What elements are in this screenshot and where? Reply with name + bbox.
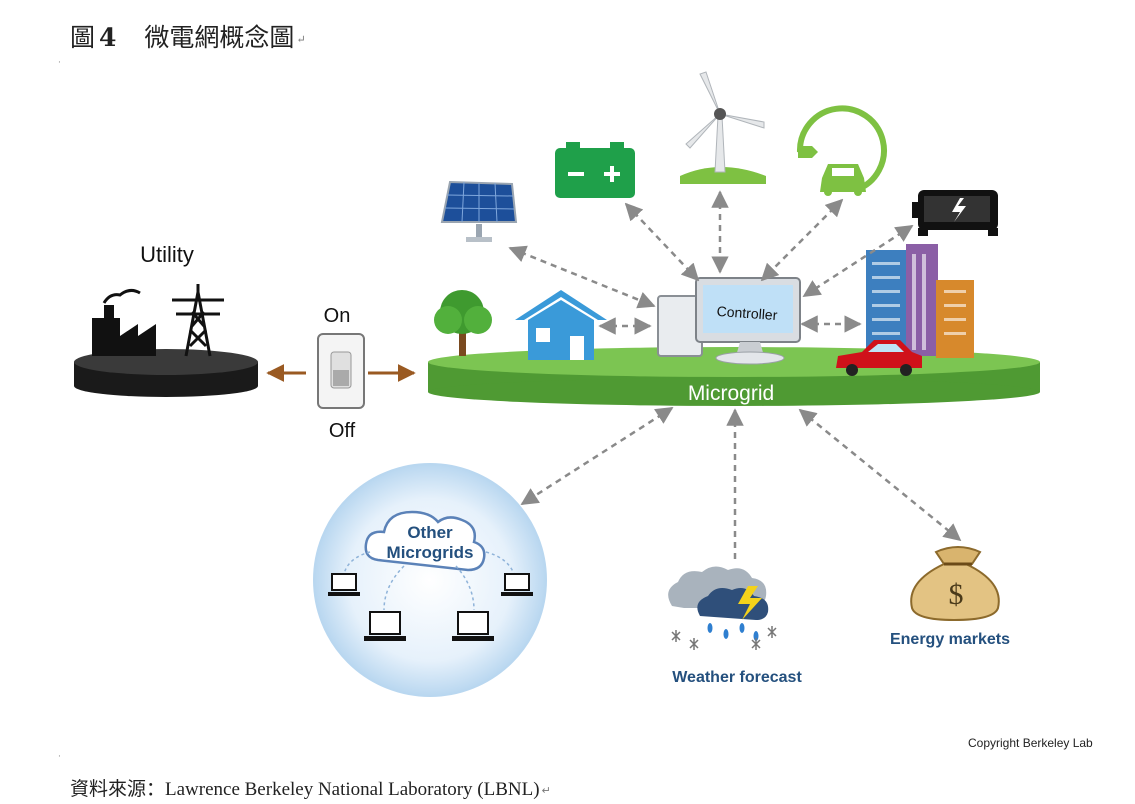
cloud-icon [364,510,486,572]
money-bag-icon [910,546,1000,622]
return-mark: ↵ [541,785,551,798]
laptop-icon [328,573,360,596]
transmission-tower-icon [172,284,224,357]
switch-on-label: On [324,305,351,327]
laptop-icon [501,573,533,596]
laptop-icon [364,611,406,641]
laptop-icon [452,611,494,641]
return-mark: ↵ [296,33,306,46]
tree-icon [434,290,492,356]
dollar-sign-icon: $ [949,578,964,611]
source-line: 資料來源：Lawrence Berkeley National Laborato… [70,774,551,801]
source-text: 資料來源：Lawrence Berkeley National Laborato… [70,779,540,800]
energy-markets-label: Energy markets [890,631,1010,648]
other-microgrids-label-line1: Other [407,523,453,542]
paragraph-mark: · [58,752,61,762]
paragraph-mark: · [58,58,61,68]
car-icon [836,340,922,376]
switch-off-label: Off [329,420,356,442]
copyright-text: Copyright Berkeley Lab [968,736,1093,750]
factory-icon [92,288,156,356]
weather-icon [668,566,777,650]
utility-platform [74,349,258,397]
connection-arrows [508,190,962,564]
wind-turbine-icon [680,71,766,184]
other-microgrids-label-line2: Microgrids [387,543,474,562]
battery-icon [555,142,635,198]
network-links [343,551,515,611]
generator-icon [912,190,998,236]
house-icon [515,290,607,360]
ev-charger-icon [796,105,887,196]
solar-panel-icon [440,180,518,242]
microgrid-label: Microgrid [688,382,774,405]
figure-label: 圖 [70,23,96,52]
computer-icon [657,277,801,365]
figure-number: 4 [99,23,117,52]
switch-icon [317,333,365,409]
weather-forecast-label: Weather forecast [672,669,802,686]
utility-label: Utility [140,242,194,267]
controller-label: Controller [716,303,778,323]
figure-title: 微電網概念圖 [144,23,295,52]
